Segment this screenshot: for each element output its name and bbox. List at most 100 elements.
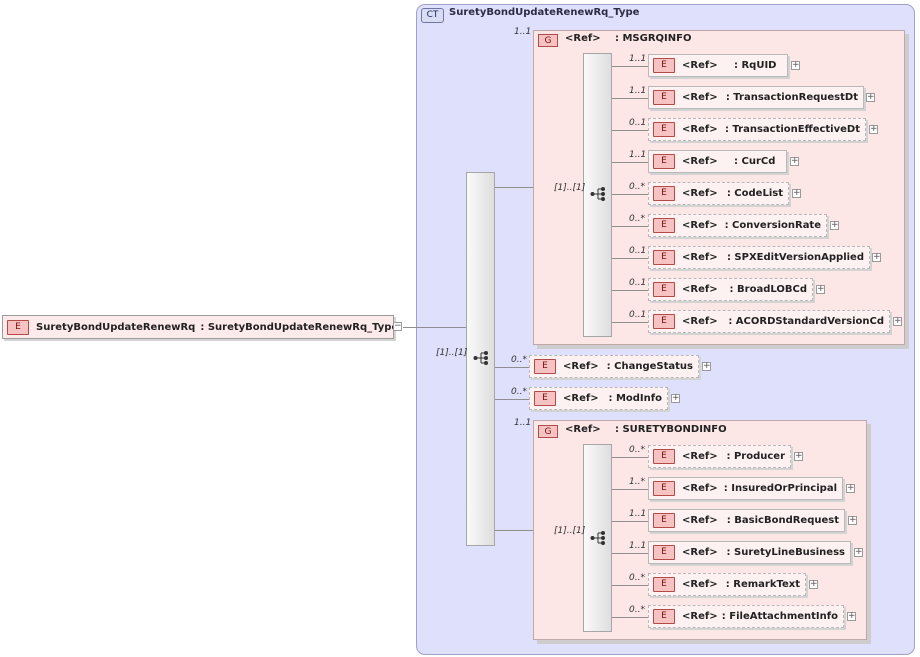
group-name: : MSGRQINFO — [615, 33, 692, 44]
element-producer[interactable]: E <Ref> : Producer — [648, 445, 791, 468]
connector-line — [612, 98, 648, 99]
item-multiplicity: 0..1 — [629, 278, 647, 288]
item-multiplicity: 0..1 — [629, 246, 647, 256]
expand-icon[interactable]: + — [893, 316, 902, 326]
item-multiplicity: 0..* — [511, 387, 527, 397]
connector-line — [495, 530, 533, 531]
ref-label: <Ref> — [682, 611, 718, 622]
ref-label: <Ref> — [682, 451, 718, 462]
element-name: : BasicBondRequest — [726, 515, 839, 526]
item-multiplicity: 0..* — [629, 605, 645, 615]
expand-icon[interactable]: + — [830, 220, 839, 230]
element-spxeditversionapplied[interactable]: E <Ref> : SPXEditVersionApplied — [648, 246, 870, 269]
element-name: : SuretyLineBusiness — [726, 547, 845, 558]
expand-icon[interactable]: + — [809, 579, 818, 589]
expand-icon[interactable]: + — [794, 451, 803, 461]
element-name: : TransactionEffectiveDt — [724, 124, 860, 135]
ref-label: <Ref> — [682, 60, 718, 71]
connector-line — [612, 130, 648, 131]
ref-label: <Ref> — [563, 361, 599, 372]
connector-line — [612, 553, 648, 554]
expand-icon[interactable]: + — [702, 361, 711, 371]
connector-line — [612, 489, 648, 490]
element-name: : TransactionRequestDt — [725, 92, 858, 103]
item-multiplicity: 0..1 — [629, 310, 647, 320]
element-rquid[interactable]: E <Ref> : RqUID — [648, 54, 788, 77]
ref-label: <Ref> — [682, 316, 718, 327]
element-badge: E — [653, 282, 675, 297]
connector-line — [612, 585, 648, 586]
expand-icon[interactable]: + — [872, 252, 881, 262]
element-conversionrate[interactable]: E <Ref> : ConversionRate — [648, 214, 827, 237]
element-acordstandardversioncd[interactable]: E <Ref> : ACORDStandardVersionCd — [648, 310, 890, 333]
expand-icon[interactable]: + — [790, 156, 799, 166]
element-curcd[interactable]: E <Ref> : CurCd — [648, 150, 787, 173]
expand-icon[interactable]: + — [791, 60, 800, 70]
group-ref-label: <Ref> — [565, 424, 601, 435]
element-broadlobcd[interactable]: E <Ref> : BroadLOBCd — [648, 278, 813, 301]
sequence-icon — [473, 351, 488, 365]
connector-line — [495, 187, 533, 188]
connector-line — [612, 258, 648, 259]
element-badge: E — [653, 122, 675, 137]
element-badge: E — [653, 250, 675, 265]
item-multiplicity: 1..1 — [629, 541, 647, 551]
connector-line — [612, 617, 648, 618]
element-insuredorprincipal[interactable]: E <Ref> : InsuredOrPrincipal — [648, 477, 843, 500]
element-badge: E — [7, 319, 29, 335]
expand-icon[interactable]: + — [671, 393, 680, 403]
expand-icon[interactable]: + — [792, 188, 801, 198]
item-multiplicity: 0..1 — [629, 118, 647, 128]
main-sequence-multiplicity: [1]..[1] — [436, 348, 468, 358]
root-element[interactable]: E SuretyBondUpdateRenewRq : SuretyBondUp… — [2, 315, 398, 339]
expand-icon[interactable]: + — [816, 284, 825, 294]
expand-icon[interactable]: + — [847, 611, 856, 621]
sequence-icon — [590, 187, 605, 201]
element-modinfo[interactable]: E <Ref> : ModInfo — [529, 387, 668, 410]
element-name: : ConversionRate — [724, 220, 821, 231]
item-multiplicity: 1..1 — [629, 86, 647, 96]
element-transactionrequestdt[interactable]: E <Ref> : TransactionRequestDt — [648, 86, 864, 109]
collapse-icon[interactable]: − — [393, 321, 402, 331]
connector-line — [612, 162, 648, 163]
item-multiplicity: 0..* — [629, 445, 645, 455]
ref-label: <Ref> — [682, 547, 718, 558]
ref-label: <Ref> — [682, 515, 718, 526]
element-changestatus[interactable]: E <Ref> : ChangeStatus — [529, 355, 699, 378]
item-multiplicity: 1..* — [629, 477, 645, 487]
group-name: : SURETYBONDINFO — [615, 424, 727, 435]
expand-icon[interactable]: + — [854, 547, 863, 557]
sequence-icon — [590, 531, 605, 545]
expand-icon[interactable]: + — [866, 92, 875, 102]
element-badge: E — [653, 609, 675, 624]
element-badge: E — [653, 186, 675, 201]
item-multiplicity: 0..* — [629, 182, 645, 192]
element-badge: E — [653, 154, 675, 169]
element-basicbondrequest[interactable]: E <Ref> : BasicBondRequest — [648, 509, 845, 532]
expand-icon[interactable]: + — [848, 515, 857, 525]
connector-line — [612, 521, 648, 522]
group-multiplicity: 1..1 — [514, 418, 532, 428]
element-codelist[interactable]: E <Ref> : CodeList — [648, 182, 789, 205]
element-name: : FileAttachmentInfo — [721, 611, 838, 622]
element-fileattachmentinfo[interactable]: E <Ref> : FileAttachmentInfo — [648, 605, 844, 628]
element-badge: E — [653, 545, 675, 560]
element-transactioneffectivedt[interactable]: E <Ref> : TransactionEffectiveDt — [648, 118, 866, 141]
element-remarktext[interactable]: E <Ref> : RemarkText — [648, 573, 806, 596]
element-suretylinebusiness[interactable]: E <Ref> : SuretyLineBusiness — [648, 541, 851, 564]
connector-line — [612, 226, 648, 227]
element-name: : CodeList — [726, 188, 783, 199]
element-name: : CurCd — [734, 156, 776, 167]
ref-label: <Ref> — [682, 124, 718, 135]
element-name: : BroadLOBCd — [729, 284, 807, 295]
ref-label: <Ref> — [682, 156, 718, 167]
connector-line — [495, 367, 529, 368]
element-name: : ChangeStatus — [606, 361, 693, 372]
expand-icon[interactable]: + — [846, 483, 855, 493]
element-badge: E — [653, 513, 675, 528]
connector-line — [612, 322, 648, 323]
complex-type-badge: CT — [421, 8, 444, 23]
root-element-type: : SuretyBondUpdateRenewRq_Type — [200, 321, 399, 333]
expand-icon[interactable]: + — [869, 124, 878, 134]
ref-label: <Ref> — [682, 284, 718, 295]
